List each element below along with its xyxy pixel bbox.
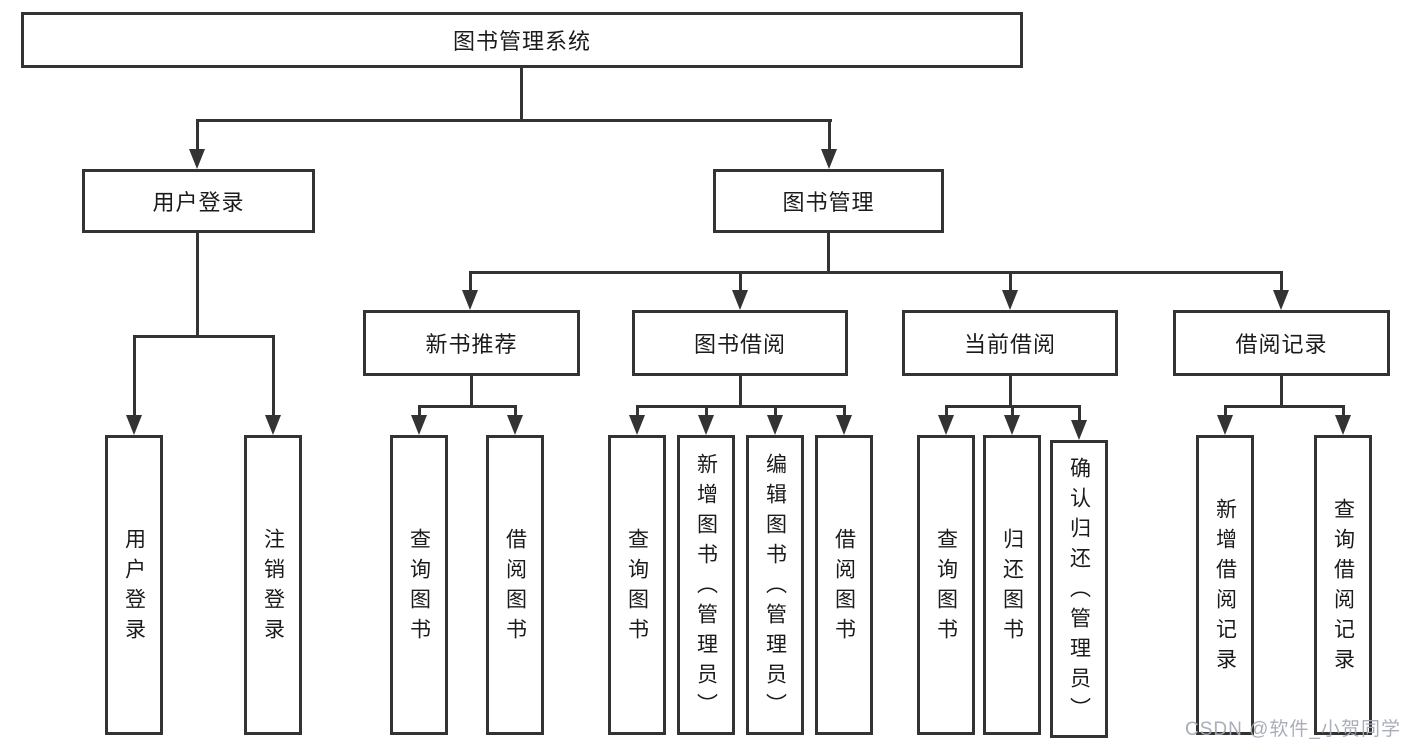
node-book-borrow: 图书借阅 (632, 310, 848, 376)
connector-vline (514, 405, 517, 421)
connector-vline (843, 405, 846, 421)
arrowhead-down-icon (629, 415, 645, 435)
connector-vline (1224, 405, 1227, 421)
connector-vline (418, 405, 421, 421)
arrowhead-down-icon (462, 290, 478, 310)
connector-vline (1280, 376, 1283, 408)
connector-hline (469, 271, 1282, 274)
connector-vline (272, 335, 275, 421)
arrowhead-down-icon (1002, 290, 1018, 310)
connector-vline (705, 405, 708, 421)
connector-hline (636, 405, 846, 408)
connector-vline (636, 405, 639, 421)
leaf-user-login: 用户登录 (105, 435, 163, 735)
connector-vline (945, 405, 948, 421)
connector-vline (1011, 405, 1014, 421)
arrowhead-down-icon (507, 415, 523, 435)
leaf-query-borrow-record: 查询借阅记录 (1314, 435, 1372, 735)
node-borrow-records: 借阅记录 (1173, 310, 1390, 376)
connector-vline (1009, 376, 1012, 408)
arrowhead-down-icon (1217, 415, 1233, 435)
arrowhead-down-icon (836, 415, 852, 435)
arrowhead-down-icon (821, 149, 837, 169)
node-book-management-branch: 图书管理 (713, 169, 944, 233)
node-new-book-recommend: 新书推荐 (363, 310, 580, 376)
arrowhead-down-icon (732, 290, 748, 310)
leaf-add-borrow-record: 新增借阅记录 (1196, 435, 1254, 735)
connector-vline (196, 233, 199, 338)
connector-vline (739, 376, 742, 408)
arrowhead-down-icon (767, 415, 783, 435)
arrowhead-down-icon (1335, 415, 1351, 435)
arrowhead-down-icon (265, 415, 281, 435)
connector-vline (196, 119, 199, 155)
arrowhead-down-icon (411, 415, 427, 435)
connector-vline (828, 119, 831, 155)
arrowhead-down-icon (698, 415, 714, 435)
leaf-logout: 注销登录 (244, 435, 302, 735)
connector-vline (827, 233, 830, 274)
connector-vline (470, 376, 473, 408)
connector-hline (418, 405, 517, 408)
leaf-confirm-return-admin: 确认归还（管理员） (1050, 440, 1108, 738)
connector-vline (774, 405, 777, 421)
connector-vline (1078, 405, 1081, 426)
leaf-query-books-3: 查询图书 (917, 435, 975, 735)
arrowhead-down-icon (1273, 290, 1289, 310)
connector-vline (133, 335, 136, 421)
connector-hline (133, 335, 275, 338)
connector-vline (1342, 405, 1345, 421)
arrowhead-down-icon (126, 415, 142, 435)
leaf-return-book: 归还图书 (983, 435, 1041, 735)
connector-vline (1280, 271, 1283, 296)
node-user-login-branch: 用户登录 (82, 169, 315, 233)
connector-vline (469, 271, 472, 296)
leaf-query-books-2: 查询图书 (608, 435, 666, 735)
arrowhead-down-icon (189, 149, 205, 169)
leaf-query-books-1: 查询图书 (390, 435, 448, 735)
connector-hline (196, 119, 832, 122)
node-root: 图书管理系统 (21, 12, 1023, 68)
leaf-add-book-admin: 新增图书（管理员） (677, 435, 735, 735)
leaf-borrow-books-2: 借阅图书 (815, 435, 873, 735)
leaf-edit-book-admin: 编辑图书（管理员） (746, 435, 804, 735)
connector-hline (1224, 405, 1345, 408)
csdn-watermark: CSDN @软件_小贺同学 (1185, 719, 1401, 740)
arrowhead-down-icon (1071, 420, 1087, 440)
arrowhead-down-icon (938, 415, 954, 435)
arrowhead-down-icon (1004, 415, 1020, 435)
connector-vline (739, 271, 742, 296)
node-current-borrow: 当前借阅 (902, 310, 1118, 376)
connector-vline (520, 68, 523, 122)
connector-vline (1009, 271, 1012, 296)
leaf-borrow-books-1: 借阅图书 (486, 435, 544, 735)
